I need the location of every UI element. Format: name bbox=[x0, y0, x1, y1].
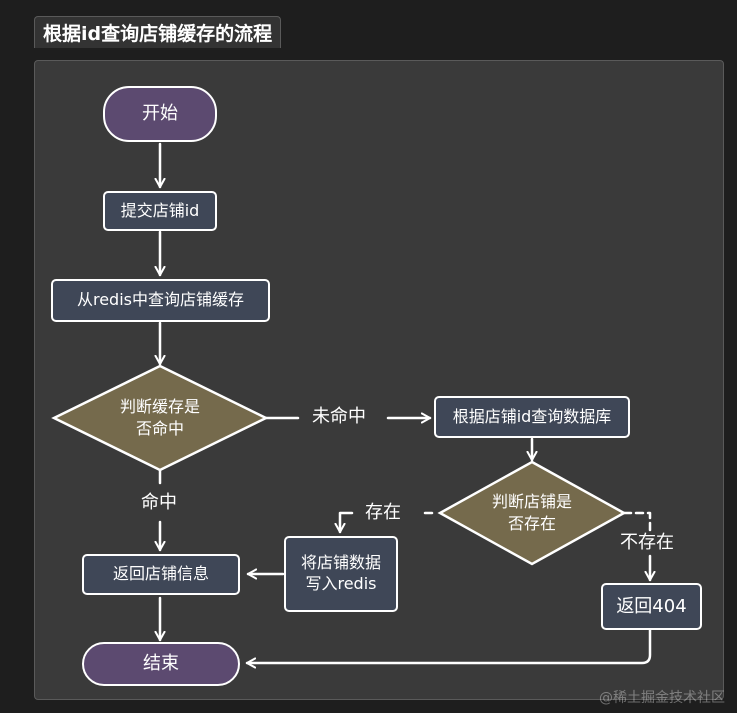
node-query-db: 根据店铺id查询数据库 bbox=[434, 396, 630, 438]
node-start-label: 开始 bbox=[142, 103, 178, 125]
decision-cache-hit-shape bbox=[51, 364, 269, 472]
node-return-404: 返回404 bbox=[601, 583, 702, 630]
node-cache-hit-decision: 判断缓存是 否命中 bbox=[94, 393, 226, 443]
decision-cache-hit-line2: 否命中 bbox=[135, 419, 184, 438]
node-query-cache: 从redis中查询店铺缓存 bbox=[51, 279, 270, 322]
decision-shop-exists-line2: 否存在 bbox=[507, 514, 556, 533]
node-end-label: 结束 bbox=[143, 653, 179, 675]
node-return-info-label: 返回店铺信息 bbox=[112, 564, 209, 584]
node-write-redis: 将店铺数据 写入redis bbox=[284, 536, 398, 612]
diagram-title-text: 根据id查询店铺缓存的流程 bbox=[43, 23, 273, 45]
node-return-info: 返回店铺信息 bbox=[82, 554, 240, 595]
diagram-title: 根据id查询店铺缓存的流程 bbox=[34, 16, 282, 48]
watermark: @稀土掘金技术社区 bbox=[599, 690, 725, 706]
arrow-notexists-dash bbox=[622, 511, 652, 532]
node-write-redis-line2: 写入redis bbox=[305, 574, 377, 593]
decision-shop-exists-shape bbox=[437, 460, 627, 566]
arrow-exists-to-write bbox=[340, 511, 354, 534]
node-query-db-label: 根据店铺id查询数据库 bbox=[452, 406, 612, 426]
edge-label-exists: 存在 bbox=[361, 502, 405, 524]
node-return-404-label: 返回404 bbox=[616, 595, 687, 617]
node-query-cache-label: 从redis中查询店铺缓存 bbox=[76, 290, 244, 310]
node-submit-id: 提交店铺id bbox=[103, 191, 217, 231]
node-write-redis-line1: 将店铺数据 bbox=[300, 553, 381, 573]
edge-label-miss: 未命中 bbox=[308, 406, 370, 428]
node-shop-exists-decision: 判断店铺是 否存在 bbox=[472, 488, 592, 538]
node-end: 结束 bbox=[82, 642, 240, 686]
arrow-404-to-end bbox=[245, 628, 652, 663]
node-submit-id-label: 提交店铺id bbox=[120, 200, 200, 220]
edge-label-not-exists: 不存在 bbox=[616, 532, 678, 554]
decision-shop-exists-line1: 判断店铺是 bbox=[491, 492, 572, 512]
decision-cache-hit-line1: 判断缓存是 bbox=[119, 397, 200, 417]
node-start: 开始 bbox=[103, 86, 217, 142]
edge-label-hit: 命中 bbox=[137, 492, 181, 514]
